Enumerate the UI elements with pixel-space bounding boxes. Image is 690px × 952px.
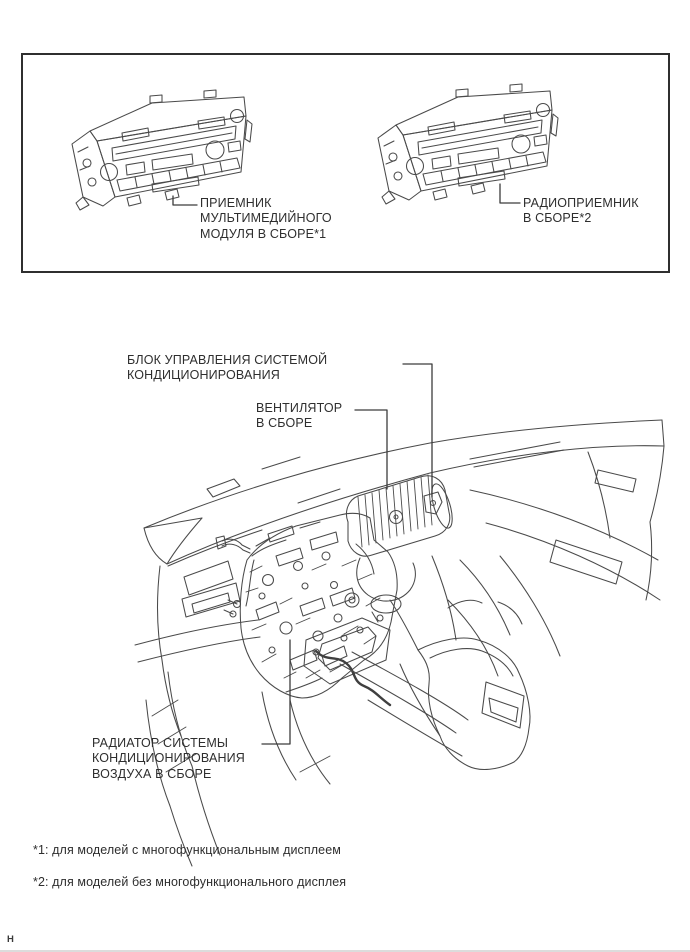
footnote-2: *2: для моделей без многофункционального… (33, 875, 347, 889)
leader-radio (499, 183, 521, 204)
label-radio-receiver: РАДИОПРИЕМНИК В СБОРЕ*2 (523, 196, 639, 226)
heater-hose (314, 649, 392, 707)
label-blower-assembly: ВЕНТИЛЯТОР В СБОРЕ (256, 401, 343, 431)
leader-blower (354, 409, 388, 490)
leader-ac-control (402, 363, 433, 498)
label-multimedia-receiver: ПРИЕМНИК МУЛЬТИМЕДИЙНОГО МОДУЛЯ В СБОРЕ*… (200, 196, 332, 241)
leader-radiator (261, 639, 291, 745)
footnote-1: *1: для моделей с многофункциональным ди… (33, 843, 341, 857)
page-letter: H (7, 934, 14, 945)
multimedia-unit-drawing (71, 89, 253, 211)
leader-multimedia (172, 195, 198, 206)
radio-unit-drawing (377, 83, 559, 205)
components-box (21, 53, 670, 273)
label-ac-control-unit: БЛОК УПРАВЛЕНИЯ СИСТЕМОЙ КОНДИЦИОНИРОВАН… (127, 353, 328, 383)
hvac-unit-drawing (215, 512, 398, 707)
page-bottom-divider (0, 950, 690, 952)
center-console-drawing (261, 599, 531, 785)
dashboard-drawing (134, 419, 665, 867)
label-ac-radiator: РАДИАТОР СИСТЕМЫ КОНДИЦИОНИРОВАНИЯ ВОЗДУ… (92, 736, 245, 781)
blower-assembly-drawing (345, 474, 453, 623)
